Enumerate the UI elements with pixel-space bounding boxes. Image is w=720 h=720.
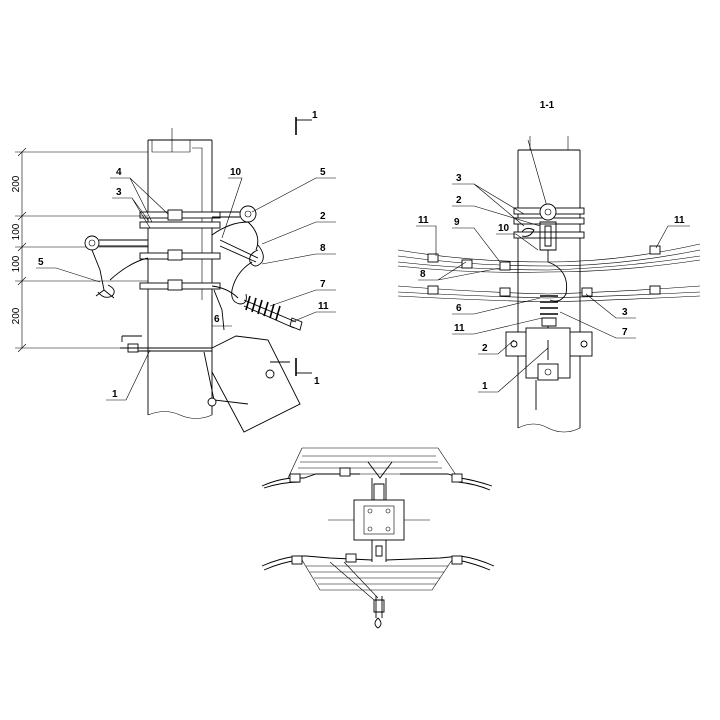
callout-r-3-lower: 3 <box>622 307 628 318</box>
left-view: 200 100 100 200 <box>11 110 336 433</box>
dimension-100-lower: 100 <box>11 255 22 272</box>
dimension-200-top: 200 <box>11 175 22 192</box>
right-suspension-upper <box>521 203 557 262</box>
callout-r-11-left: 11 <box>418 215 429 226</box>
plan-center-plate <box>328 478 430 562</box>
pole <box>147 140 213 415</box>
section-mark-lower: 1 <box>295 358 320 387</box>
callout-4: 4 <box>116 167 122 178</box>
left-hook-bracket <box>84 235 149 299</box>
callout-1: 1 <box>112 389 118 400</box>
pole-top-cap <box>151 128 191 153</box>
plan-upper-bundle <box>261 447 493 491</box>
callout-r-11-right: 11 <box>674 215 685 226</box>
callout-2: 2 <box>320 211 326 222</box>
section-mark-lower-label: 1 <box>314 376 320 387</box>
dimension-200-bottom: 200 <box>11 307 22 324</box>
callout-11: 11 <box>318 301 329 312</box>
callout-r-3-upper: 3 <box>456 173 462 184</box>
section-mark-upper-label: 1 <box>312 110 318 121</box>
lower-cable-bundle <box>397 285 701 303</box>
callout-10: 10 <box>230 167 242 178</box>
callout-r-8: 8 <box>420 269 426 280</box>
callout-r-9: 9 <box>454 217 460 228</box>
callout-5-right: 5 <box>320 167 326 178</box>
callout-r-11-lower: 11 <box>454 323 465 334</box>
dimension-lines: 200 100 100 200 <box>11 147 148 353</box>
section-mark-upper: 1 <box>295 110 318 135</box>
section-title: 1-1 <box>540 100 555 111</box>
callout-r-6: 6 <box>456 303 462 314</box>
pole-bands <box>139 209 221 291</box>
plan-lower-bundle <box>261 553 495 629</box>
callout-r-1: 1 <box>482 381 488 392</box>
pole-right <box>517 149 581 428</box>
lower-bracket <box>120 335 301 433</box>
callout-5-left: 5 <box>38 257 44 268</box>
callout-r-2-upper: 2 <box>456 195 462 206</box>
left-callouts: 4 3 10 5 2 8 7 11 6 5 1 <box>36 167 336 401</box>
callout-3: 3 <box>116 187 122 198</box>
plan-view <box>261 447 495 629</box>
callout-r-7: 7 <box>622 327 628 338</box>
callout-7: 7 <box>320 279 326 290</box>
right-bracket-plate <box>505 327 593 410</box>
suspension-clamp <box>211 244 303 331</box>
upper-eye-bolt <box>211 205 259 263</box>
upper-cable-bundle <box>397 243 701 273</box>
right-suspension-lower <box>540 261 568 336</box>
right-callouts: 3 2 10 9 11 11 8 6 11 2 1 3 7 <box>416 173 690 393</box>
pole-break <box>147 411 213 419</box>
right-view: 1-1 <box>397 100 701 433</box>
insulator-discs <box>245 295 281 321</box>
dimension-100-upper: 100 <box>11 223 22 240</box>
callout-r-10: 10 <box>498 223 510 234</box>
callout-8: 8 <box>320 243 326 254</box>
callout-6: 6 <box>214 314 220 325</box>
callout-r-2-lower: 2 <box>482 343 488 354</box>
